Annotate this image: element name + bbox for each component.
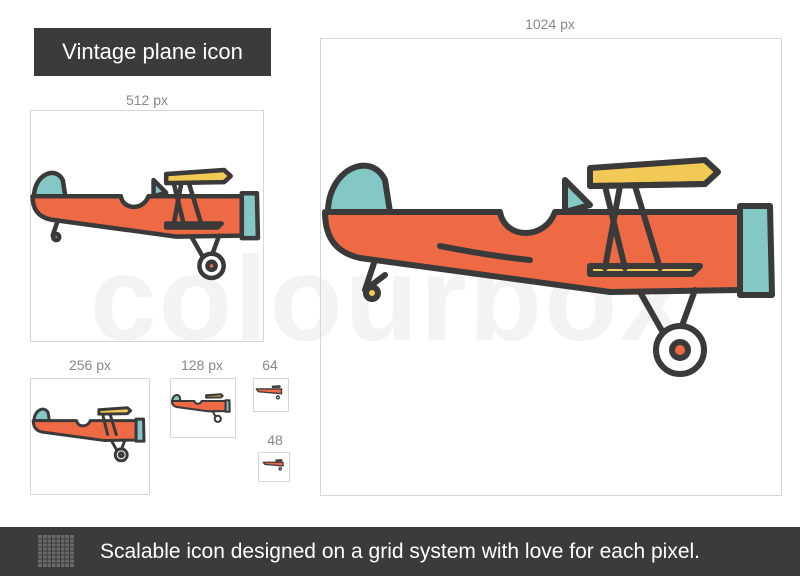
plane-icon-64 xyxy=(255,385,283,400)
pixel-grid-icon xyxy=(38,535,74,567)
size-label-1024: 1024 px xyxy=(525,16,575,32)
plane-icon-1024 xyxy=(322,157,775,377)
size-label-256: 256 px xyxy=(68,357,112,373)
page-title: Vintage plane icon xyxy=(34,28,271,76)
size-label-48: 48 xyxy=(267,432,283,448)
size-label-128: 128 px xyxy=(180,357,224,373)
plane-icon-48 xyxy=(262,459,284,471)
frame-48 xyxy=(258,452,290,482)
frame-256 xyxy=(30,378,150,495)
footer-bar: Scalable icon designed on a grid system … xyxy=(0,527,800,576)
plane-icon-512 xyxy=(30,167,261,281)
plane-icon-256 xyxy=(31,406,146,463)
frame-128 xyxy=(170,378,236,438)
vintage-plane-icon xyxy=(322,157,775,377)
size-label-512: 512 px xyxy=(125,92,169,108)
frame-1024 xyxy=(320,38,782,496)
footer-text: Scalable icon designed on a grid system … xyxy=(100,540,700,563)
frame-64 xyxy=(253,378,289,412)
frame-512 xyxy=(30,110,264,342)
size-label-64: 64 xyxy=(262,357,278,373)
plane-icon-128 xyxy=(170,393,231,423)
